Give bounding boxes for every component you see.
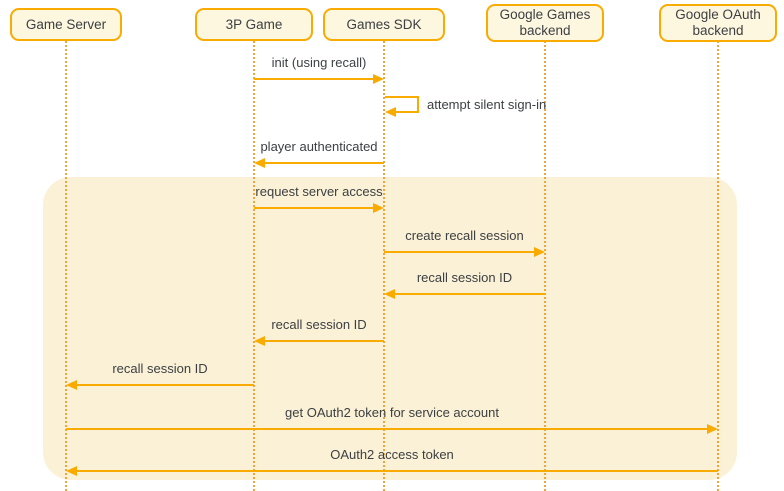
message-label: recall session ID [416,270,513,285]
message-arrow-line [254,207,374,209]
message-arrow-line [66,428,708,430]
message-arrow-line [394,293,545,295]
self-message-right-line [417,96,419,113]
lifeline-google-oauth-backend [717,41,719,491]
message-arrow-line [384,251,535,253]
message-label: recall session ID [112,361,208,376]
message-label: attempt silent sign-in [427,96,547,112]
message-arrowhead [254,158,265,168]
message-label: request server access [255,184,383,199]
actor-game-server: Game Server [10,8,122,41]
message-arrowhead [384,289,395,299]
highlight-region [43,177,737,480]
message-arrowhead [66,380,77,390]
message-label: get OAuth2 token for service account [285,405,499,420]
message-arrowhead [373,74,384,84]
self-message-arrowhead [385,107,396,117]
message-arrow-line [76,470,718,472]
message-arrow-line [264,340,384,342]
lifeline-game-server [65,41,67,491]
actor-google-oauth-backend: Google OAuth backend [659,4,777,42]
message-arrow-line [254,78,374,80]
self-message-bottom-line [396,111,418,113]
message-label: player authenticated [260,139,378,154]
message-arrowhead [254,336,265,346]
lifeline-3p-game [253,41,255,491]
message-arrow-line [264,162,384,164]
message-label: create recall session [405,228,524,243]
message-arrowhead [373,203,384,213]
message-label: init (using recall) [271,55,367,70]
message-arrowhead [534,247,545,257]
lifeline-games-sdk [383,41,385,491]
lifeline-google-games-backend [544,41,546,491]
self-message-top-line [385,96,419,98]
message-label: OAuth2 access token [330,447,454,462]
actor-games-sdk: Games SDK [323,8,445,41]
message-arrowhead [66,466,77,476]
message-arrow-line [76,384,254,386]
actor-google-games-backend: Google Games backend [486,4,604,42]
message-arrowhead [707,424,718,434]
actor-3p-game: 3P Game [195,8,313,41]
message-label: recall session ID [271,317,367,332]
